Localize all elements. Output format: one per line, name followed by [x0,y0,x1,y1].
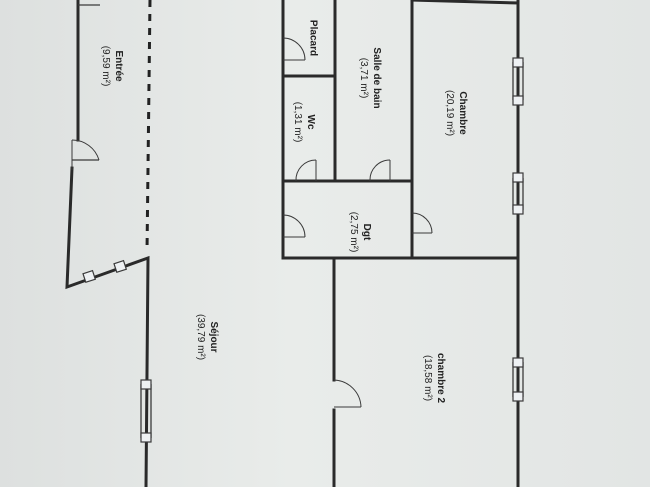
window-chambre-2-top [512,172,524,183]
room-label-chambre-2: chambre 2 (18,58 m²) [421,353,447,403]
window-chambre2-top [512,357,524,368]
bath-door-swing [369,159,391,182]
wc-door-swing [295,159,317,182]
room-label-salle-de-bain: Salle de bain (3,71 m²) [357,47,383,108]
room-name: Placard [307,19,319,57]
room-area: (20,19 m²) [444,89,455,137]
room-label-placard: Placard [307,20,320,56]
placard-door-swing [282,37,306,61]
window-entree-1 [82,269,97,284]
entry-living-separation [145,0,152,253]
room-label-dgt: Dgt (2,75 m²) [347,212,373,253]
room-name: chambre 2 [435,352,446,404]
left-exterior-wall-lower [65,166,150,487]
room-name: Wc [305,114,316,130]
room-label-chambre: Chambre (20,19 m²) [443,90,469,136]
room-name: Dgt [361,223,372,241]
room-area: (9,59 m²) [100,45,111,87]
room-label-entree: Entrée (9,59 m²) [99,46,125,87]
chambre2-door-swing [333,379,362,408]
room-area: (3,71 m²) [358,57,369,99]
window-entree-2 [113,259,128,274]
window-chambre-1-bottom [512,95,524,106]
room-area: (18,58 m²) [422,354,433,402]
chambre-door-swing [411,212,433,234]
room-area: (1,31 m²) [292,101,303,143]
room-area: (2,75 m²) [348,211,359,253]
room-name: Chambre [457,91,468,135]
top-wall [410,0,520,5]
room-name: Salle de bain [371,47,382,109]
room-label-wc: Wc (1,31 m²) [291,102,317,143]
room-name: Entrée [113,50,124,82]
room-label-sejour: Séjour (39,79 m²) [194,314,220,360]
entrance-door-swing [71,139,100,161]
window-chambre-1-top [512,57,524,68]
room-area: (39,79 m²) [195,313,206,361]
window-chambre2-bottom [512,391,524,402]
dgt-door-swing [282,214,306,238]
window-sejour-bottom [140,432,152,443]
room-name: Séjour [208,321,219,353]
window-sejour-top [140,379,152,390]
window-chambre-2-bottom [512,204,524,215]
